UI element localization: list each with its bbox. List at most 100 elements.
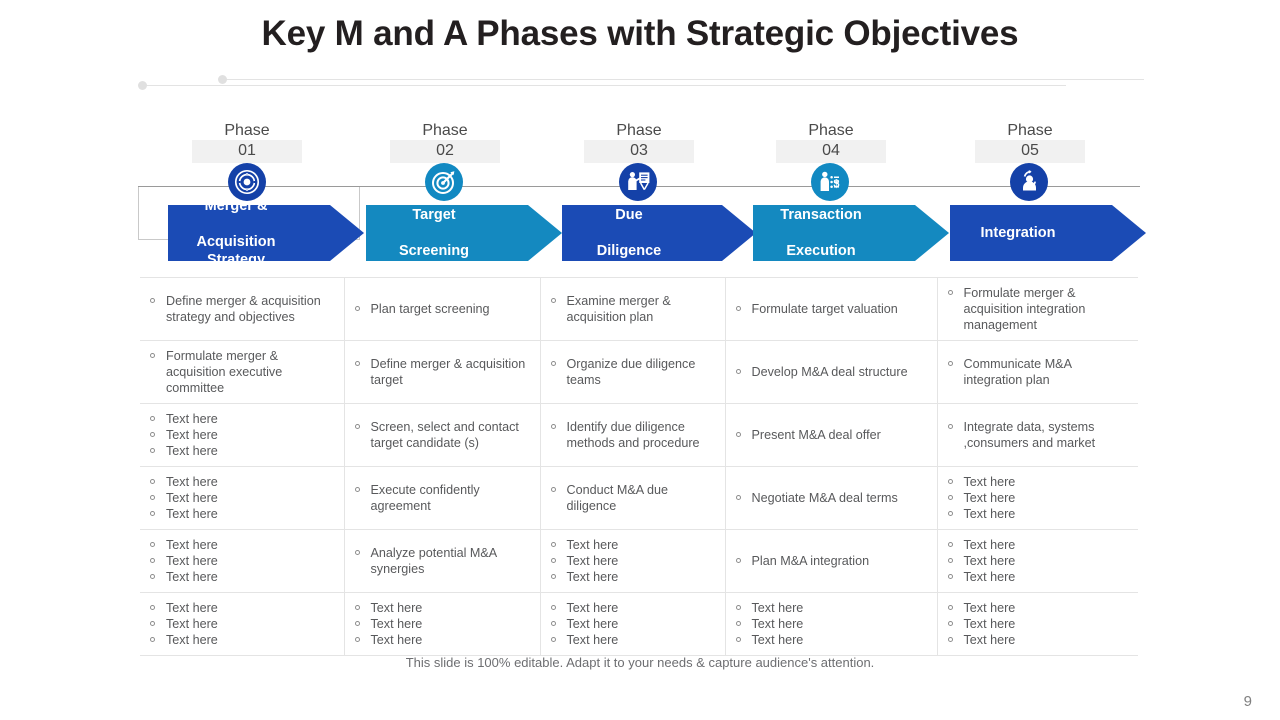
table-cell: Negotiate M&A deal terms [725,466,938,530]
bullet-item: Present M&A deal offer [732,427,929,443]
person-refresh-icon [1010,163,1048,201]
decor-line-upper [224,79,1144,80]
table-cell: Organize due diligence teams [540,340,726,404]
svg-text:$: $ [833,177,839,189]
target-dart-icon [425,163,463,201]
phase-number-03: 03 [584,140,694,163]
bullet-item: Communicate M&A integration plan [944,356,1131,388]
bullet-item: Text here [547,600,717,616]
bullet-item: Text here [944,553,1131,569]
bullet-list: Negotiate M&A deal terms [732,490,929,506]
bullet-item: Formulate target valuation [732,301,929,317]
presenter-board-icon [619,163,657,201]
bullet-list: Define merger & acquisition target [351,356,532,388]
bullet-item: Text here [944,569,1131,585]
bullet-item: Text here [944,506,1131,522]
table-cell: Formulate merger & acquisition integrati… [937,277,1138,341]
bullet-list: Develop M&A deal structure [732,364,929,380]
phase-number-05: 05 [975,140,1085,163]
bullet-item: Text here [547,569,717,585]
bullet-list: Organize due diligence teams [547,356,717,388]
bullet-item: Formulate merger & acquisition integrati… [944,285,1131,333]
page-title: Key M and A Phases with Strategic Object… [261,14,1019,53]
table-cell: Identify due diligence methods and proce… [540,403,726,467]
bullet-item: Text here [944,474,1131,490]
bullet-item: Text here [547,632,717,648]
bullet-list: Conduct M&A due diligence [547,482,717,514]
phase-word-03: Phase [616,122,662,139]
table-row: Formulate merger & acquisition executive… [140,340,1138,404]
bullet-list: Identify due diligence methods and proce… [547,419,717,451]
bullet-list: Integrate data, systems ,consumers and m… [944,419,1131,451]
bullet-item: Text here [146,443,336,459]
bullet-item: Negotiate M&A deal terms [732,490,929,506]
bullet-item: Plan target screening [351,301,532,317]
bullet-list: Communicate M&A integration plan [944,356,1131,388]
bullet-list: Screen, select and contact target candid… [351,419,532,451]
table-row: Define merger & acquisition strategy and… [140,277,1138,341]
table-cell: Integrate data, systems ,consumers and m… [937,403,1138,467]
phase-arrow-05[interactable]: Integration [950,205,1146,261]
phase-word-01: Phase [224,122,270,139]
bullet-item: Organize due diligence teams [547,356,717,388]
decor-line-lower [146,85,1066,86]
page-number: 9 [1243,693,1252,710]
table-cell: Conduct M&A due diligence [540,466,726,530]
table-cell: Present M&A deal offer [725,403,938,467]
phase-arrow-01[interactable]: Merger &Acquisition Strategy [168,205,364,261]
bullet-item: Examine merger & acquisition plan [547,293,717,325]
bullet-item: Text here [351,600,532,616]
bullet-item: Text here [732,616,929,632]
table-cell: Plan M&A integration [725,529,938,593]
table-cell: Plan target screening [344,277,541,341]
bullet-item: Text here [146,490,336,506]
table-cell: Formulate merger & acquisition executive… [140,340,345,404]
bullet-item: Text here [146,600,336,616]
table-cell: Communicate M&A integration plan [937,340,1138,404]
bullet-list: Define merger & acquisition strategy and… [146,293,336,325]
bullet-item: Screen, select and contact target candid… [351,419,532,451]
phase-header-01: Phase 01 [192,121,302,163]
bullet-item: Text here [351,632,532,648]
bullet-item: Integrate data, systems ,consumers and m… [944,419,1131,451]
bullet-item: Text here [944,632,1131,648]
bullet-item: Text here [146,411,336,427]
bullet-list: Formulate target valuation [732,301,929,317]
atom-gear-icon [228,163,266,201]
phase-header-02: Phase 02 [390,121,500,163]
bullet-item: Text here [146,506,336,522]
phase-number-04: 04 [776,140,886,163]
bullet-item: Plan M&A integration [732,553,929,569]
bullet-list: Present M&A deal offer [732,427,929,443]
phase-header-03: Phase 03 [584,121,694,163]
bullet-item: Text here [944,537,1131,553]
bullet-list: Analyze potential M&A synergies [351,545,532,577]
bullet-item: Text here [732,632,929,648]
phase-header-04: Phase 04 [776,121,886,163]
bullet-item: Text here [547,616,717,632]
bullet-item: Text here [146,553,336,569]
table-cell: Execute confidently agreement [344,466,541,530]
table-cell: Develop M&A deal structure [725,340,938,404]
bullet-item: Text here [547,537,717,553]
bullet-item: Formulate merger & acquisition executive… [146,348,336,396]
table-cell: Screen, select and contact target candid… [344,403,541,467]
bullet-item: Text here [944,490,1131,506]
